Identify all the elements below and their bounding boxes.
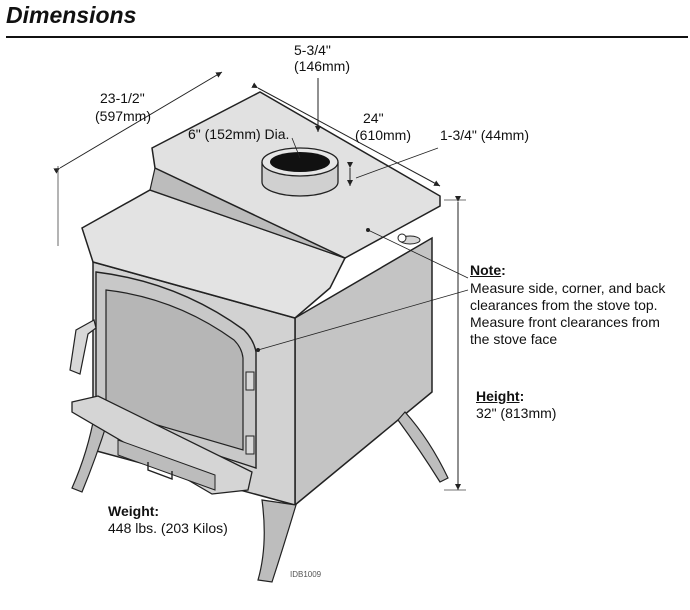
- page-title: Dimensions: [6, 2, 137, 28]
- drawing-id: IDB1009: [290, 570, 322, 579]
- note-heading: Note:: [470, 262, 506, 278]
- stove-leg-front-right: [257, 499, 297, 583]
- width-mm-label: (597mm): [95, 108, 152, 124]
- title-rule: [6, 36, 688, 38]
- weight-value: 448 lbs. (203 Kilos): [108, 520, 228, 536]
- stove-ash-apron: [71, 395, 253, 495]
- air-control-knob: [397, 233, 421, 245]
- stove-ash-pan: [117, 439, 216, 491]
- flue-offset-label: 5-3/4": [294, 42, 331, 58]
- depth-dimension-line: [251, 82, 441, 187]
- note-leader-top: [367, 229, 469, 279]
- note-line-4: the stove face: [470, 331, 558, 347]
- note-line-1: Measure side, corner, and back: [470, 280, 666, 296]
- note-line-2: clearances from the stove top.: [470, 297, 658, 313]
- note-line-3: Measure front clearances from: [470, 314, 660, 330]
- door-hinge-bottom: [245, 435, 255, 455]
- height-value: 32" (813mm): [476, 405, 557, 421]
- flue-diameter-label: 6" (152mm) Dia.: [188, 126, 290, 142]
- depth-label: 24": [363, 110, 384, 126]
- flue-dia-leader: [291, 137, 301, 159]
- door-hinge-top: [245, 371, 255, 391]
- top-step-label: 1-3/4" (44mm): [440, 127, 529, 143]
- width-dimension-line: [53, 71, 223, 174]
- note-leader-face: [257, 289, 469, 351]
- flue-offset-mm-label: (146mm): [294, 58, 351, 74]
- stove-leg-front-left: [71, 411, 109, 493]
- width-label: 23-1/2": [100, 90, 145, 106]
- depth-mm-label: (610mm): [355, 127, 412, 143]
- stove-door-glass: [105, 289, 244, 451]
- stove-leg-rear-right: [397, 411, 449, 483]
- height-heading: Height:: [476, 388, 525, 404]
- door-handle: [69, 319, 97, 375]
- ash-pan-handle: [147, 462, 173, 481]
- flue-collar: [261, 147, 339, 197]
- weight-heading: Weight:: [108, 503, 160, 519]
